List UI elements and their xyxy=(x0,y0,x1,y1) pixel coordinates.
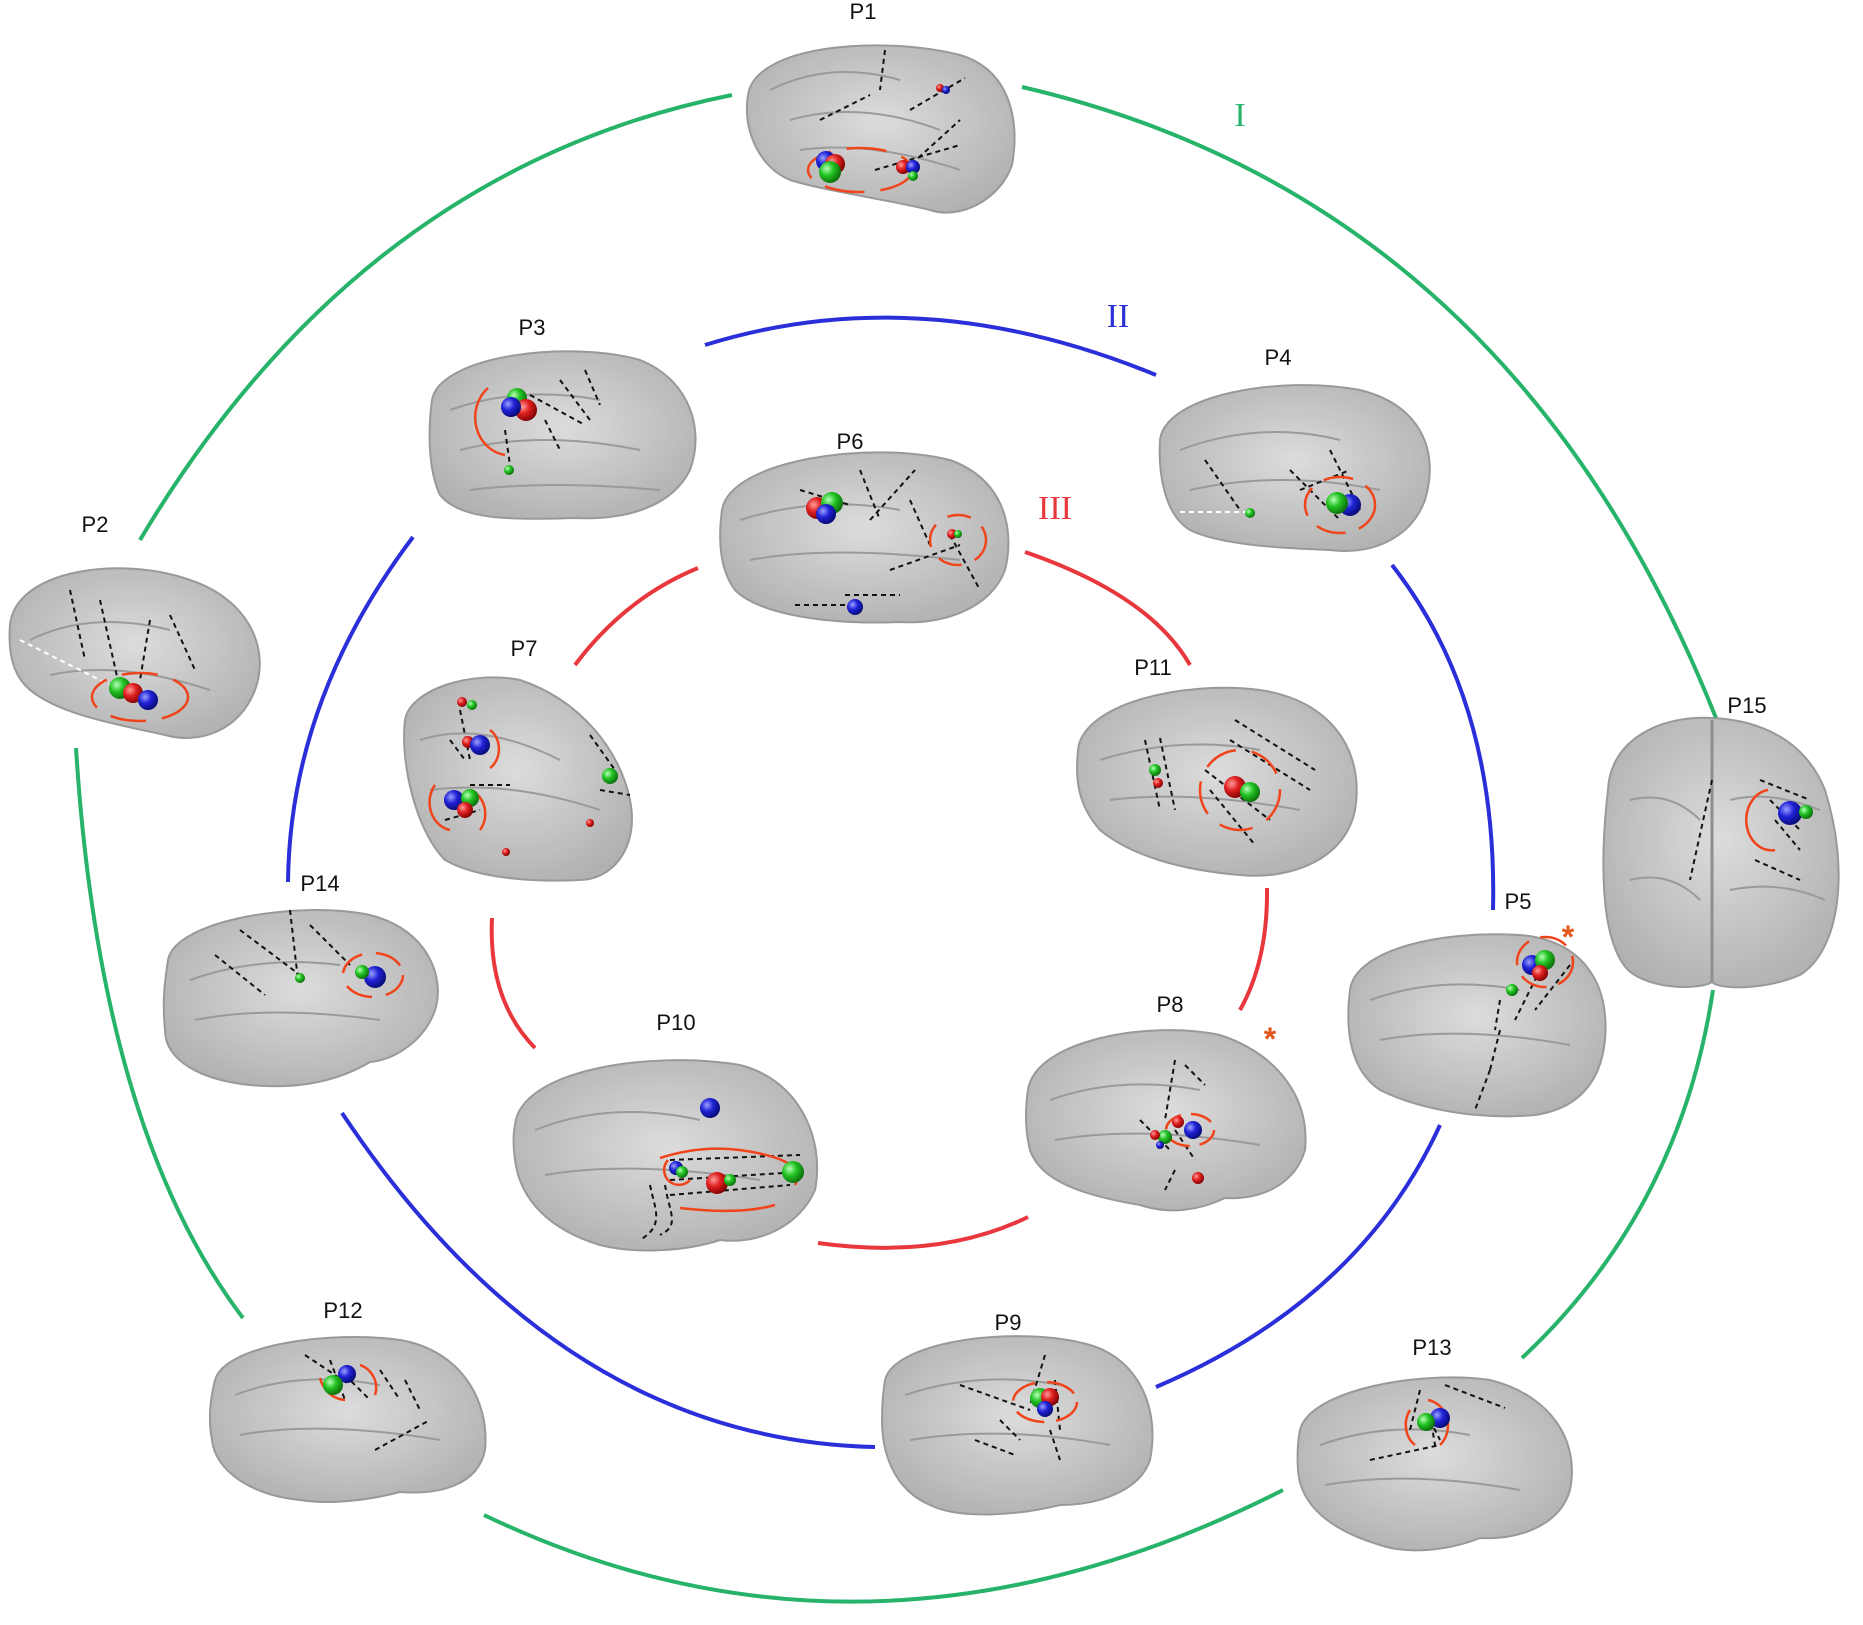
ring-1-arc-left xyxy=(74,747,245,1320)
patient-label-p5: P5 xyxy=(1505,889,1532,914)
brain-p8 xyxy=(1024,1029,1307,1212)
ring-2-arc-bottom-right xyxy=(1155,1124,1442,1389)
brain-p3 xyxy=(428,350,697,520)
patient-label-p9: P9 xyxy=(995,1310,1022,1335)
ring-1-arc-right xyxy=(1520,989,1715,1360)
ring-3-arcs xyxy=(489,550,1270,1250)
patient-label-p6: P6 xyxy=(837,429,864,454)
ring-1-arc-top-right xyxy=(1021,85,1718,719)
ring-3-arc-left xyxy=(489,917,537,1050)
brain-p5 xyxy=(1347,933,1607,1118)
significance-marker-p5: * xyxy=(1562,919,1575,955)
ring-2-arcs xyxy=(286,315,1496,1449)
brain-p2 xyxy=(8,567,261,739)
patient-label-p1: P1 xyxy=(850,0,877,24)
patient-label-p4: P4 xyxy=(1265,345,1292,370)
ring-3-arc-top-left xyxy=(573,566,699,667)
patient-label-p15: P15 xyxy=(1727,693,1766,718)
ring-1-arc-bottom xyxy=(483,1488,1284,1604)
brain-p11 xyxy=(1076,686,1358,877)
group-label-1: I xyxy=(1234,97,1245,134)
ring-2-arc-top xyxy=(704,315,1157,377)
brain-p10 xyxy=(512,1059,819,1252)
ring-3-arc-bottom xyxy=(817,1215,1029,1250)
brain-p14 xyxy=(162,909,439,1088)
patient-label-p12: P12 xyxy=(323,1298,362,1323)
brain-p6 xyxy=(719,451,1010,624)
brain-p1 xyxy=(745,44,1016,214)
patient-label-p11: P11 xyxy=(1134,655,1172,680)
ring-3-arc-right xyxy=(1238,887,1270,1011)
brain-p13 xyxy=(1296,1376,1573,1552)
patient-label-p7: P7 xyxy=(511,636,538,661)
ring-2-arc-left xyxy=(286,535,415,883)
patient-label-p14: P14 xyxy=(300,871,339,896)
group-label-3: III xyxy=(1038,490,1072,527)
group-label-2: II xyxy=(1107,298,1130,335)
brain-p12 xyxy=(208,1335,487,1504)
patient-label-p13: P13 xyxy=(1412,1335,1451,1360)
brain-p9 xyxy=(880,1335,1154,1516)
patient-label-p3: P3 xyxy=(519,315,546,340)
brain-p15 xyxy=(1602,716,1840,989)
brain-p7 xyxy=(403,676,633,882)
ring-3-arc-top-right xyxy=(1024,550,1192,666)
ring-2-arc-bottom-left xyxy=(340,1111,876,1449)
ring-2-arc-right xyxy=(1390,563,1496,911)
significance-marker-p8: * xyxy=(1264,1021,1277,1057)
patient-label-p8: P8 xyxy=(1157,992,1184,1017)
brain-p4 xyxy=(1158,384,1431,552)
ring-1-arcs xyxy=(74,85,1718,1604)
patient-label-p2: P2 xyxy=(82,512,109,537)
patient-label-p10: P10 xyxy=(656,1010,695,1035)
ring-1-arc-top-left xyxy=(138,93,733,542)
